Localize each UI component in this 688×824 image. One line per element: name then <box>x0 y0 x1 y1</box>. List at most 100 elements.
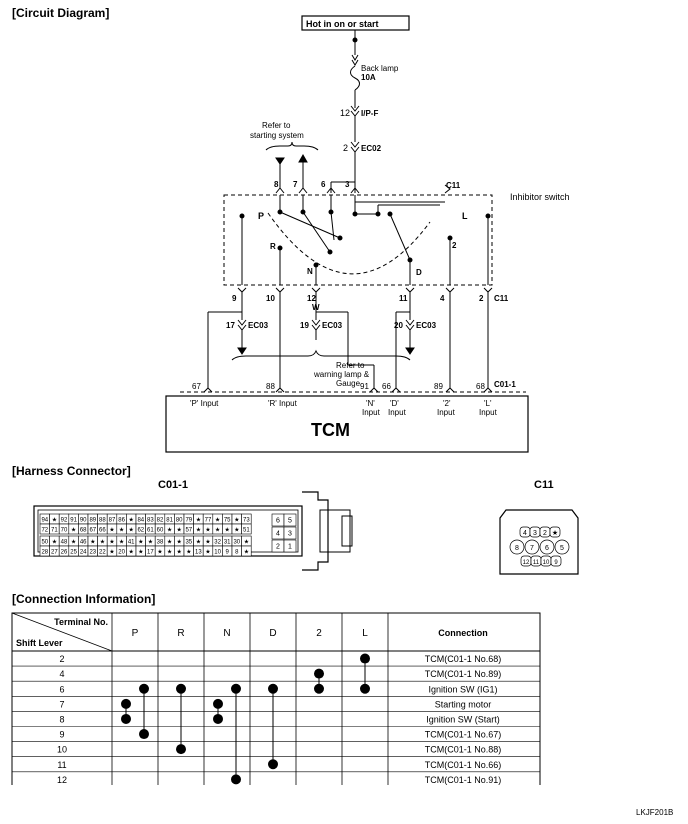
pin-7-connector <box>298 187 308 194</box>
c01-side-label: 3 <box>288 531 292 538</box>
tcm-pin-88 <box>275 387 285 393</box>
harness-connector-title: [Harness Connector] <box>12 464 131 478</box>
continuity-dot <box>231 683 241 694</box>
c11-pin-label: 3 <box>533 530 537 537</box>
connection-header: Connection <box>438 628 488 638</box>
c01-pin-label: 30 <box>233 540 240 546</box>
pos-n: N <box>307 267 313 276</box>
c01-pin-label: 83 <box>147 518 154 524</box>
pin-6-connector <box>326 187 336 194</box>
c01-pin-label: 90 <box>80 518 87 524</box>
junction-dot <box>352 37 358 43</box>
c01-side-cell <box>283 513 297 527</box>
input-l-2: Input <box>479 408 498 417</box>
c01-pin-label: ★ <box>71 527 76 534</box>
bottom-pin-9: 9 <box>232 294 237 303</box>
c01-pin-label: ★ <box>129 549 134 556</box>
c01-pin-label: ★ <box>215 517 220 524</box>
c01-pin-label: 50 <box>41 540 48 546</box>
c11-pin-cell <box>539 539 555 555</box>
top-pin-8: 8 <box>274 180 279 189</box>
tcm-pin-91-label: 91 <box>360 382 369 391</box>
figure-code: LKJF201B <box>636 808 674 817</box>
c01-pin-label: ★ <box>109 549 114 556</box>
refer-starting-line2: starting system <box>250 131 304 140</box>
tcm-label: TCM <box>311 420 350 440</box>
input-d-1: 'D' <box>390 399 399 408</box>
refer-warning-line2: warning lamp & <box>313 370 370 379</box>
ec03-label-19: EC03 <box>322 321 343 330</box>
c01-pin-label: 71 <box>51 528 58 534</box>
c01-pin-label: 9 <box>226 550 230 556</box>
c11-pin-label: 7 <box>530 545 534 552</box>
c01-pin-label: 8 <box>235 550 239 556</box>
connection-cell: Ignition SW (Start) <box>426 714 500 724</box>
pin-9-connector <box>237 287 247 293</box>
connection-cell: Ignition SW (IG1) <box>428 684 497 694</box>
column-header: N <box>223 628 230 639</box>
tcm-pin-67-label: 67 <box>192 382 201 391</box>
ec03-pin-19: 19 <box>300 321 309 330</box>
c01-side-cell <box>283 526 297 540</box>
c01-pin-label: 51 <box>243 528 250 534</box>
connection-cell: TCM(C01-1 No.88) <box>425 745 502 755</box>
c01-pin-label: ★ <box>52 517 57 524</box>
c01-pin-label: 87 <box>109 518 116 524</box>
c01-pin-label: ★ <box>244 539 249 546</box>
continuity-dot <box>139 729 149 740</box>
c01-pin-label: 86 <box>118 518 125 524</box>
ec03-20-connector <box>405 319 415 331</box>
refer-warning-line1: Refer to <box>336 361 365 370</box>
refer-warning-line3: Gauge <box>336 379 361 388</box>
tcm-pin-89-label: 89 <box>434 382 443 391</box>
c01-pin-label: ★ <box>196 539 201 546</box>
c01-pin-label: 41 <box>128 540 135 546</box>
c01-pin-label: ★ <box>205 549 210 556</box>
continuity-dot <box>268 683 278 694</box>
c11-pin-cell <box>554 539 570 555</box>
ec03-pin-17: 17 <box>226 321 235 330</box>
input-p: 'P' Input <box>190 399 219 408</box>
c01-pin-label: ★ <box>205 527 210 534</box>
c11-title: C11 <box>534 479 554 491</box>
c01-pin-label: 94 <box>41 518 48 524</box>
c01-pin-label: 77 <box>205 518 212 524</box>
c01-pin-label: 91 <box>70 518 77 524</box>
bottom-pin-4: 4 <box>440 294 445 303</box>
power-label: Hot in on or start <box>306 19 379 29</box>
c11-pin-cell <box>549 526 561 538</box>
c11-pin-label: 5 <box>560 545 564 552</box>
c11-pin-label: 8 <box>515 545 519 552</box>
c01-pin-label: 38 <box>157 540 164 546</box>
c01-pin-label: ★ <box>52 539 57 546</box>
column-header: D <box>269 628 276 639</box>
circuit-diagram: Hot in on or start Back lamp 10A 12 I/P-… <box>165 15 570 453</box>
c01-pin-label: 32 <box>214 540 221 546</box>
c01-pin-cell <box>241 523 252 535</box>
pin-4-connector <box>445 287 455 293</box>
c01-pin-label: 35 <box>185 540 192 546</box>
bottom-pin-2: 2 <box>479 294 484 303</box>
refer-brace <box>265 141 319 151</box>
c01-pin-label: 67 <box>89 528 96 534</box>
bottom-pin-12: 12 <box>307 294 316 303</box>
switch-label: Inhibitor switch <box>510 192 570 202</box>
c11-top-connector <box>444 184 451 194</box>
c11-pin-label: 2 <box>543 530 547 537</box>
pos-2: 2 <box>452 241 457 250</box>
continuity-dot <box>176 744 186 755</box>
continuity-dot <box>360 683 370 694</box>
c01-pin-label: 10 <box>214 550 221 556</box>
c01-title: C01-1 <box>158 479 188 491</box>
ec03-label-17: EC03 <box>248 321 269 330</box>
c01-side-cell <box>283 539 297 553</box>
c01-pin-label: ★ <box>177 549 182 556</box>
c01-pin-label: ★ <box>119 527 124 534</box>
fuse-chevron <box>351 54 359 66</box>
c01-pin-label: 80 <box>176 518 183 524</box>
pin-3-connector <box>350 187 360 194</box>
pin-12-connector <box>311 287 321 293</box>
c11-pin-label: 11 <box>533 560 540 566</box>
tcm-pin-89 <box>445 387 455 393</box>
c01-pin-label: ★ <box>234 517 239 524</box>
